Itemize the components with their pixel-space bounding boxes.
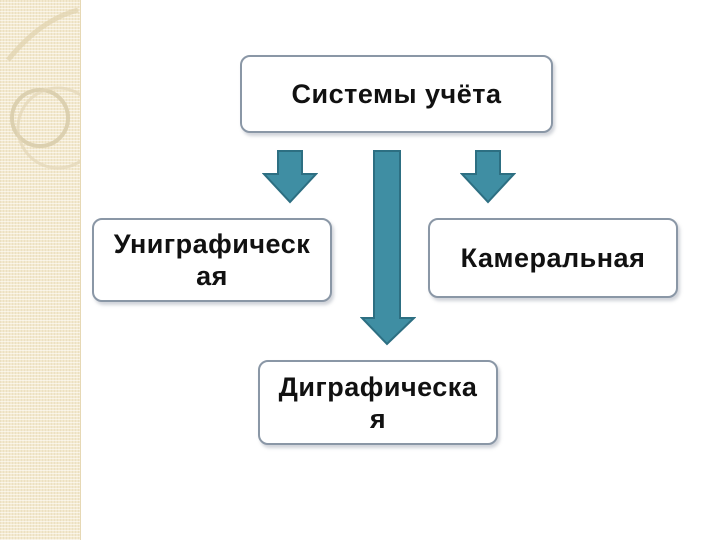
node-accounting-systems-label: Системы учёта	[291, 79, 502, 109]
node-digraphic-label: Диграфическа я	[278, 371, 478, 434]
arrow-to-unigraphic	[262, 150, 318, 204]
node-cameral-label: Камеральная	[460, 243, 646, 273]
node-cameral: Камеральная	[428, 218, 678, 298]
arrow-to-cameral	[460, 150, 516, 204]
node-accounting-systems: Системы учёта	[240, 55, 553, 133]
node-digraphic: Диграфическа я	[258, 360, 498, 445]
arrow-to-digraphic	[360, 150, 416, 346]
node-unigraphic: Униграфическ ая	[92, 218, 332, 302]
node-unigraphic-label: Униграфическ ая	[113, 229, 311, 291]
decorative-swirl	[6, 7, 80, 170]
